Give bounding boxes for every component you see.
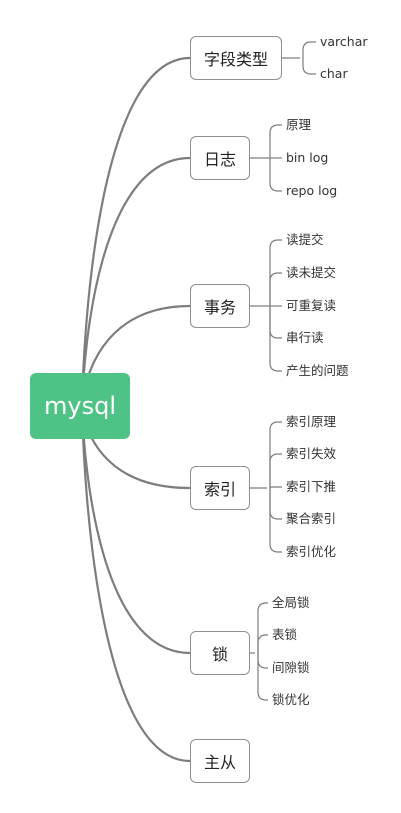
leaf-connector-3-4 — [269, 488, 282, 553]
leaf-table-lock[interactable]: 表锁 — [272, 627, 298, 642]
root-node-mysql[interactable]: mysql — [30, 373, 130, 439]
leaf-connector-4-2 — [257, 653, 268, 669]
leaf-connector-3-0 — [269, 421, 282, 488]
leaf-connector-2-4 — [269, 306, 282, 372]
leaf-global-lock[interactable]: 全局锁 — [272, 595, 310, 610]
leaf-principle[interactable]: 原理 — [286, 117, 312, 132]
leaf-connector-4-0 — [257, 602, 268, 653]
leaf-bin-log[interactable]: bin log — [286, 150, 329, 165]
leaf-connector-2-1 — [269, 272, 282, 306]
leaf-read-uncommitted[interactable]: 读未提交 — [286, 265, 337, 280]
branch-node-master-slave[interactable]: 主从 — [190, 739, 250, 783]
leaf-connector-0-0 — [302, 41, 316, 58]
branch-node-index[interactable]: 索引 — [190, 466, 250, 510]
leaf-char[interactable]: char — [320, 66, 348, 81]
leaf-repo-log[interactable]: repo log — [286, 183, 338, 198]
branch-node-logs[interactable]: 日志 — [190, 136, 250, 180]
leaf-index-pushdown[interactable]: 索引下推 — [286, 479, 337, 494]
leaf-repeatable-read[interactable]: 可重复读 — [286, 298, 337, 313]
leaf-read-committed[interactable]: 读提交 — [286, 232, 324, 247]
leaf-clustered-index[interactable]: 聚合索引 — [286, 511, 337, 526]
leaf-connector-1-0 — [269, 124, 282, 158]
root-connector-1 — [80, 156, 191, 407]
leaf-index-principle[interactable]: 索引原理 — [286, 414, 337, 429]
leaf-gap-lock[interactable]: 间隙锁 — [272, 660, 310, 675]
leaf-connector-2-0 — [269, 239, 282, 306]
leaf-serializable[interactable]: 串行读 — [286, 330, 324, 345]
leaf-problems[interactable]: 产生的问题 — [286, 363, 349, 378]
leaf-connector-3-2 — [269, 486, 282, 489]
leaf-connector-2-3 — [269, 306, 282, 339]
branch-node-lock[interactable]: 锁 — [190, 631, 250, 675]
leaf-connector-1-2 — [269, 158, 282, 192]
leaf-varchar[interactable]: varchar — [320, 34, 368, 49]
root-connector-5 — [80, 405, 191, 763]
leaf-connector-3-1 — [269, 453, 282, 488]
root-connector-4 — [80, 405, 191, 655]
leaf-connector-4-1 — [257, 634, 268, 653]
leaf-index-invalid[interactable]: 索引失效 — [286, 446, 337, 461]
leaf-index-optimization[interactable]: 索引优化 — [286, 544, 337, 559]
leaf-connector-0-1 — [302, 58, 316, 75]
leaf-connector-4-3 — [257, 653, 268, 701]
leaf-connector-3-3 — [269, 488, 282, 520]
branch-node-field-types[interactable]: 字段类型 — [190, 36, 282, 80]
leaf-lock-optimization[interactable]: 锁优化 — [272, 692, 310, 707]
branch-node-transactions[interactable]: 事务 — [190, 284, 250, 328]
